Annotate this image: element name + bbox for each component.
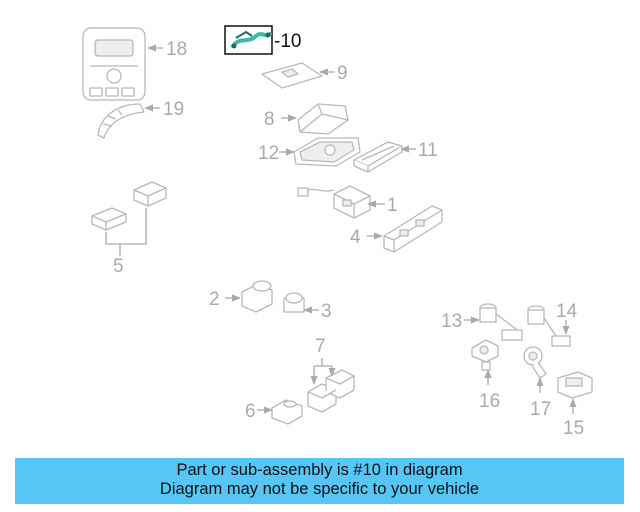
- callout-18: 18: [166, 39, 187, 60]
- callout-16: 16: [479, 391, 500, 412]
- part-9-plate: [261, 62, 323, 89]
- part-7-switches: [307, 369, 355, 413]
- callout-5: 5: [113, 256, 124, 277]
- callout-12: 12: [258, 143, 279, 164]
- callout-14: 14: [556, 301, 578, 322]
- part-19-bezel: [97, 103, 145, 139]
- part-13-sensor: [479, 303, 523, 341]
- part-8-housing: [297, 103, 349, 135]
- part-6-connector: [271, 399, 303, 425]
- callout-10: -10: [274, 31, 301, 52]
- part-11-switch: [353, 141, 403, 173]
- callout-4: 4: [350, 227, 361, 248]
- part-18-head-unit: [82, 27, 146, 101]
- part-17-sensor: [523, 346, 547, 379]
- part-1-switch-with-cable: [297, 185, 371, 219]
- part-4-switch-panel: [383, 205, 443, 253]
- banner-line-2: Diagram may not be specific to your vehi…: [159, 480, 480, 498]
- callout-13: 13: [441, 311, 462, 332]
- callout-15: 15: [563, 418, 584, 439]
- part-3-knob: [283, 292, 305, 313]
- callout-3: 3: [321, 301, 332, 322]
- part-2-module: [241, 280, 273, 313]
- callout-8: 8: [264, 109, 275, 130]
- callout-17: 17: [530, 399, 551, 420]
- callout-19: 19: [163, 99, 184, 120]
- callout-6: 6: [245, 401, 256, 422]
- callout-1: 1: [387, 195, 398, 216]
- callout-9: 9: [337, 63, 348, 84]
- callout-7: 7: [315, 336, 326, 357]
- part-16-bracket: [471, 339, 499, 371]
- part-12-tray: [293, 137, 361, 167]
- part-10-highlight[interactable]: [224, 25, 273, 55]
- part-15-switch: [557, 371, 593, 399]
- info-banner: Part or sub-assembly is #10 in diagram D…: [15, 458, 624, 504]
- part-5-switches: [91, 181, 167, 231]
- banner-line-1: Part or sub-assembly is #10 in diagram: [176, 461, 463, 479]
- callout-11: 11: [418, 140, 438, 161]
- callout-2: 2: [209, 289, 220, 310]
- part-14-sensor: [527, 305, 571, 347]
